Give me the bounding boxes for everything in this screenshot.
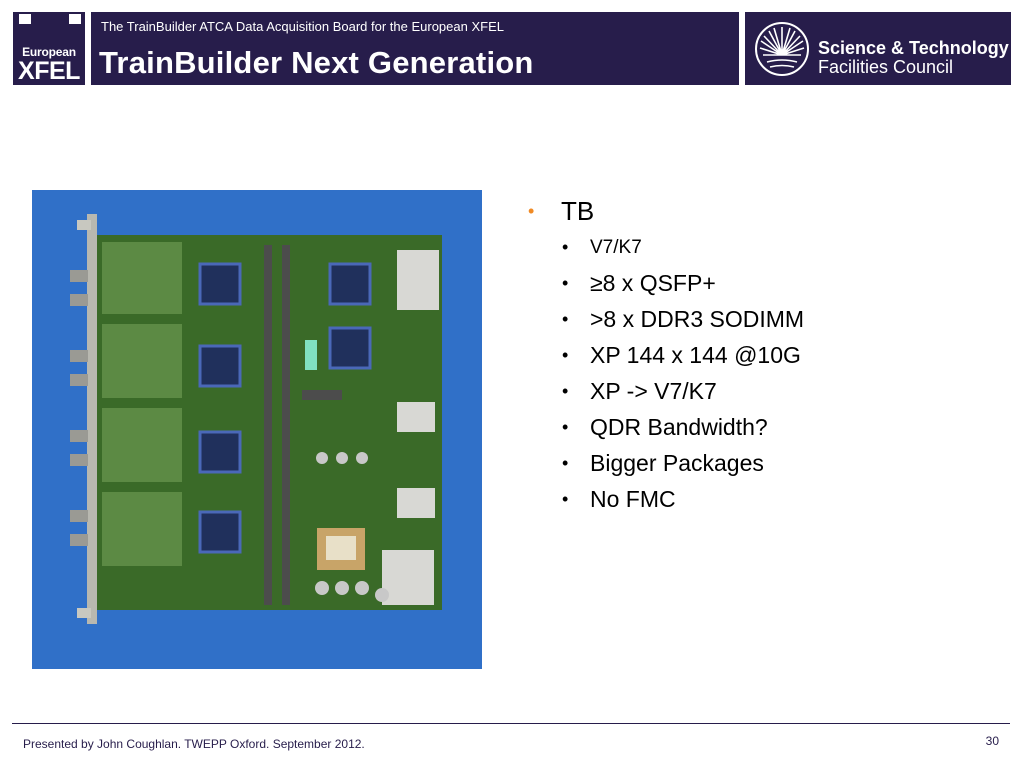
- title-bar: The TrainBuilder ATCA Data Acquisition B…: [91, 12, 739, 85]
- bullet-marker: •: [562, 417, 569, 437]
- slide-title: TrainBuilder Next Generation: [99, 45, 534, 80]
- bullet-text: Bigger Packages: [590, 450, 764, 476]
- bullet-item-main: • TB: [528, 196, 804, 226]
- sub-bullet-item: • No FMC: [528, 487, 804, 512]
- sub-bullet-item: • Bigger Packages: [528, 451, 804, 476]
- pcb-board-illustration: [70, 214, 442, 624]
- bullet-marker: •: [562, 345, 569, 365]
- sub-bullet-item: • V7/K7: [528, 235, 804, 260]
- bullet-marker: •: [528, 201, 535, 221]
- logo-text-european: European: [22, 45, 76, 59]
- logo-text-xfel: XFEL: [18, 57, 80, 85]
- logo-square-right: [69, 14, 81, 24]
- stfc-text-line2: Facilities Council: [818, 57, 954, 77]
- stfc-logo: Science & Technology Facilities Council: [745, 12, 1011, 85]
- bullet-marker: •: [562, 309, 569, 329]
- european-xfel-logo: European XFEL: [13, 12, 85, 85]
- sub-bullet-item: • ≥8 x QSFP+: [528, 271, 804, 296]
- logo-square-left: [19, 14, 31, 24]
- bullet-text: V7/K7: [590, 237, 642, 258]
- sub-bullet-item: • XP 144 x 144 @10G: [528, 343, 804, 368]
- footer-presenter: Presented by John Coughlan. TWEPP Oxford…: [23, 737, 365, 751]
- bullet-marker: •: [562, 453, 569, 473]
- sub-bullet-item: • QDR Bandwidth?: [528, 415, 804, 440]
- bullet-marker: •: [562, 273, 569, 293]
- bullet-marker: •: [562, 237, 569, 257]
- bullet-text: QDR Bandwidth?: [590, 414, 768, 440]
- bullet-text: ≥8 x QSFP+: [590, 270, 716, 296]
- bullet-text: TB: [561, 196, 595, 226]
- bullet-list: • TB • V7/K7 • ≥8 x QSFP+ • >8 x DDR3 SODIMM…: [528, 196, 804, 512]
- sub-bullet-item: • >8 x DDR3 SODIMM: [528, 307, 804, 332]
- page-number: 30: [985, 734, 999, 748]
- slide-subtitle: The TrainBuilder ATCA Data Acquisition B…: [101, 19, 504, 34]
- sunburst-icon: [755, 22, 809, 76]
- sub-bullet-item: • XP -> V7/K7: [528, 379, 804, 404]
- bullet-marker: •: [562, 381, 569, 401]
- footer-divider: [12, 723, 1010, 724]
- trainbuilder-board-photo: [32, 190, 482, 669]
- bullet-text: XP -> V7/K7: [590, 378, 717, 404]
- stfc-text-line1: Science & Technology: [818, 38, 1009, 58]
- bullet-text: XP 144 x 144 @10G: [590, 342, 801, 368]
- bullet-text: No FMC: [590, 486, 676, 512]
- bullet-marker: •: [562, 489, 569, 509]
- bullet-text: >8 x DDR3 SODIMM: [590, 306, 805, 332]
